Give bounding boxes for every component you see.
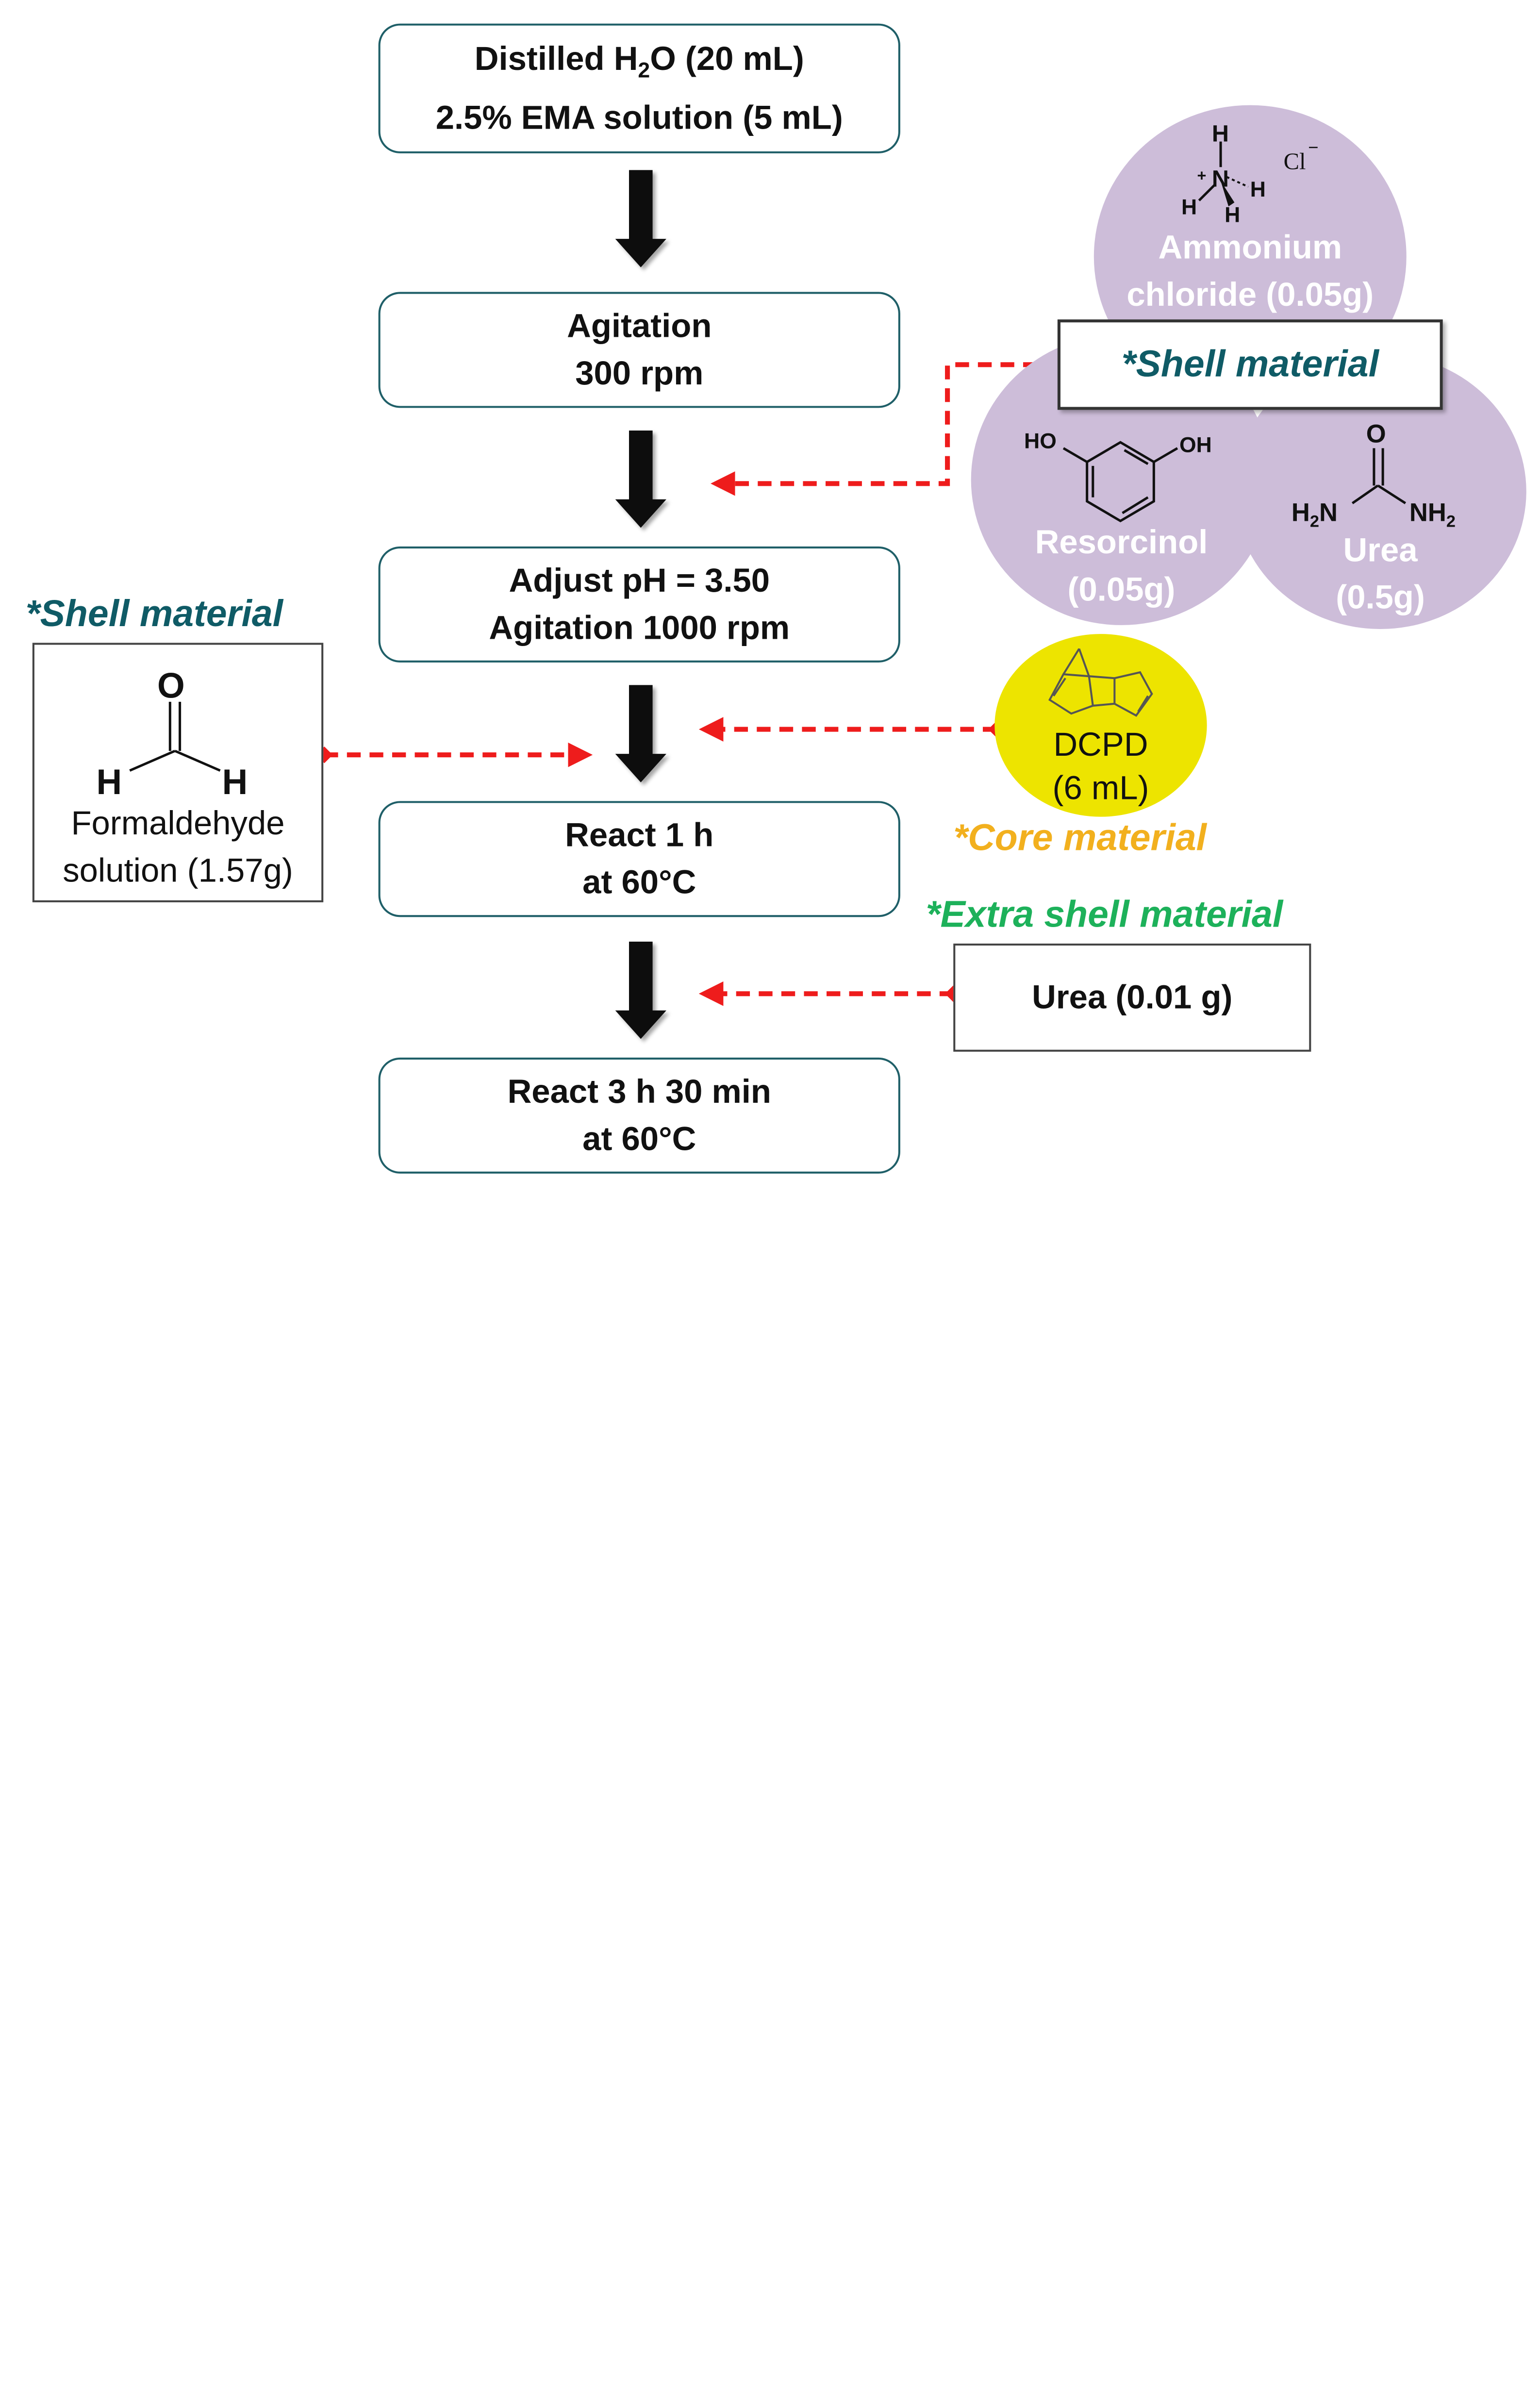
step-5-line-1: React 3 h 30 min (507, 1073, 771, 1111)
dcpd-label: DCPD (6 mL) (1052, 726, 1149, 807)
svg-text:H: H (1212, 121, 1229, 147)
resorcinol-structure: HO OH (1024, 429, 1212, 523)
step-2-box: Agitation 300 rpm (378, 292, 900, 408)
down-arrow (615, 170, 666, 267)
step-4-box: React 1 h at 60°C (378, 801, 900, 917)
ammonium-chloride-structure: H N + H H H Cl − (1181, 121, 1319, 227)
step-4-line-2: at 60°C (582, 863, 696, 901)
svg-text:NH2: NH2 (1409, 498, 1456, 531)
step-1-line-2: 2.5% EMA solution (5 mL) (435, 99, 843, 137)
step-1-box: Distilled H2O (20 mL) 2.5% EMA solution … (378, 23, 900, 153)
extra-shell-material-tag: *Extra shell material (926, 894, 1283, 936)
svg-text:N: N (1212, 166, 1229, 192)
formaldehyde-structure: O H H (96, 666, 248, 802)
shell-material-tag-box: *Shell material (1057, 319, 1443, 410)
down-arrow (615, 430, 666, 528)
svg-text:OH: OH (1179, 433, 1212, 457)
step-3-line-2: Agitation 1000 rpm (489, 609, 790, 647)
svg-text:H: H (222, 763, 248, 802)
step-5-box: React 3 h 30 min at 60°C (378, 1057, 900, 1174)
step-3-line-1: Adjust pH = 3.50 (509, 562, 770, 600)
dcpd-structure (1048, 648, 1153, 717)
step-1-line-1: Distilled H2O (20 mL) (474, 40, 804, 83)
core-material-tag: *Core material (953, 817, 1207, 859)
step-3-box: Adjust pH = 3.50 Agitation 1000 rpm (378, 546, 900, 663)
extra-urea-label: Urea (0.01 g) (1032, 978, 1233, 1016)
down-arrow (615, 685, 666, 782)
step-4-line-1: React 1 h (565, 816, 714, 854)
svg-text:+: + (1197, 167, 1206, 184)
svg-text:Cl: Cl (1284, 148, 1306, 174)
shell-material-tag-left: *Shell material (25, 594, 283, 635)
ammonium-chloride-label: Ammonium chloride (0.05g) (1126, 229, 1374, 314)
urea-label: Urea (0.5g) (1336, 531, 1425, 616)
down-arrow (615, 941, 666, 1039)
extra-urea-box: Urea (0.01 g) (953, 944, 1311, 1052)
dcpd-circle (994, 634, 1207, 817)
resorcinol-label: Resorcinol (0.05g) (1035, 524, 1208, 609)
shell-material-connector (711, 362, 1060, 496)
step-5-line-2: at 60°C (582, 1120, 696, 1158)
svg-text:H: H (1250, 178, 1266, 201)
svg-text:−: − (1308, 137, 1318, 157)
formaldehyde-label: Formaldehyde solution (1.57g) (63, 805, 293, 890)
svg-text:H2N: H2N (1292, 498, 1338, 531)
step-2-line-2: 300 rpm (575, 355, 704, 392)
svg-text:H: H (1181, 195, 1197, 219)
svg-text:H: H (1225, 203, 1240, 227)
svg-text:O: O (157, 666, 185, 706)
svg-text:HO: HO (1024, 429, 1057, 453)
urea-structure: O H2N NH2 (1292, 419, 1456, 531)
svg-text:H: H (96, 763, 122, 802)
svg-text:O: O (1366, 419, 1386, 448)
shell-material-tag-right: *Shell material (1121, 343, 1379, 385)
step-2-line-1: Agitation (567, 307, 712, 345)
formaldehyde-box (32, 643, 324, 902)
